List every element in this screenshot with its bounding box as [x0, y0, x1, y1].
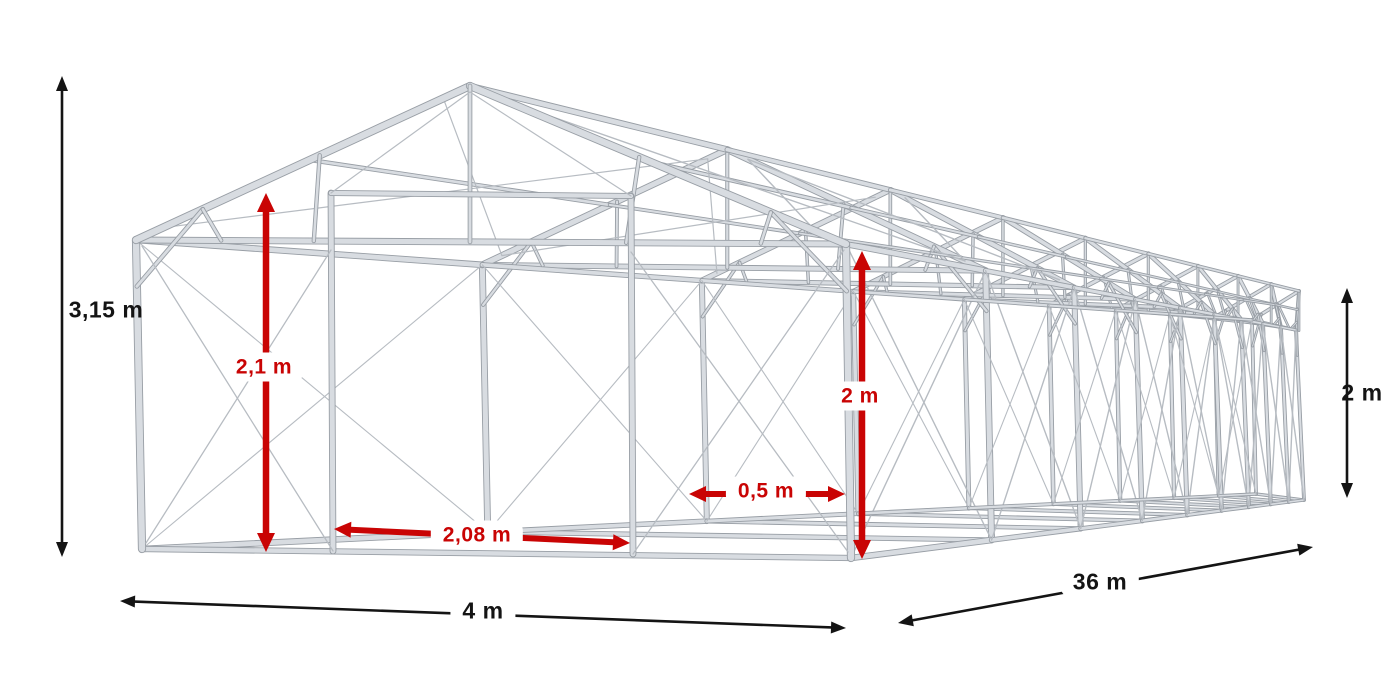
dim-offset-label: 0,5 m — [725, 476, 807, 506]
dim-rear-side-height-arrow — [1341, 288, 1353, 498]
dim-length-label: 36 m — [1060, 566, 1140, 598]
dim-door-width-label: 2,08 m — [430, 520, 524, 550]
dim-total-height-label: 3,15 m — [68, 296, 144, 323]
dim-total-height-arrow — [56, 76, 68, 557]
dim-rear-side-height-label: 2 m — [1341, 379, 1383, 406]
dim-front-side-height-label: 2 m — [829, 381, 891, 411]
dim-width-label: 4 m — [450, 595, 516, 627]
dim-door-height-label: 2,1 m — [223, 352, 305, 382]
